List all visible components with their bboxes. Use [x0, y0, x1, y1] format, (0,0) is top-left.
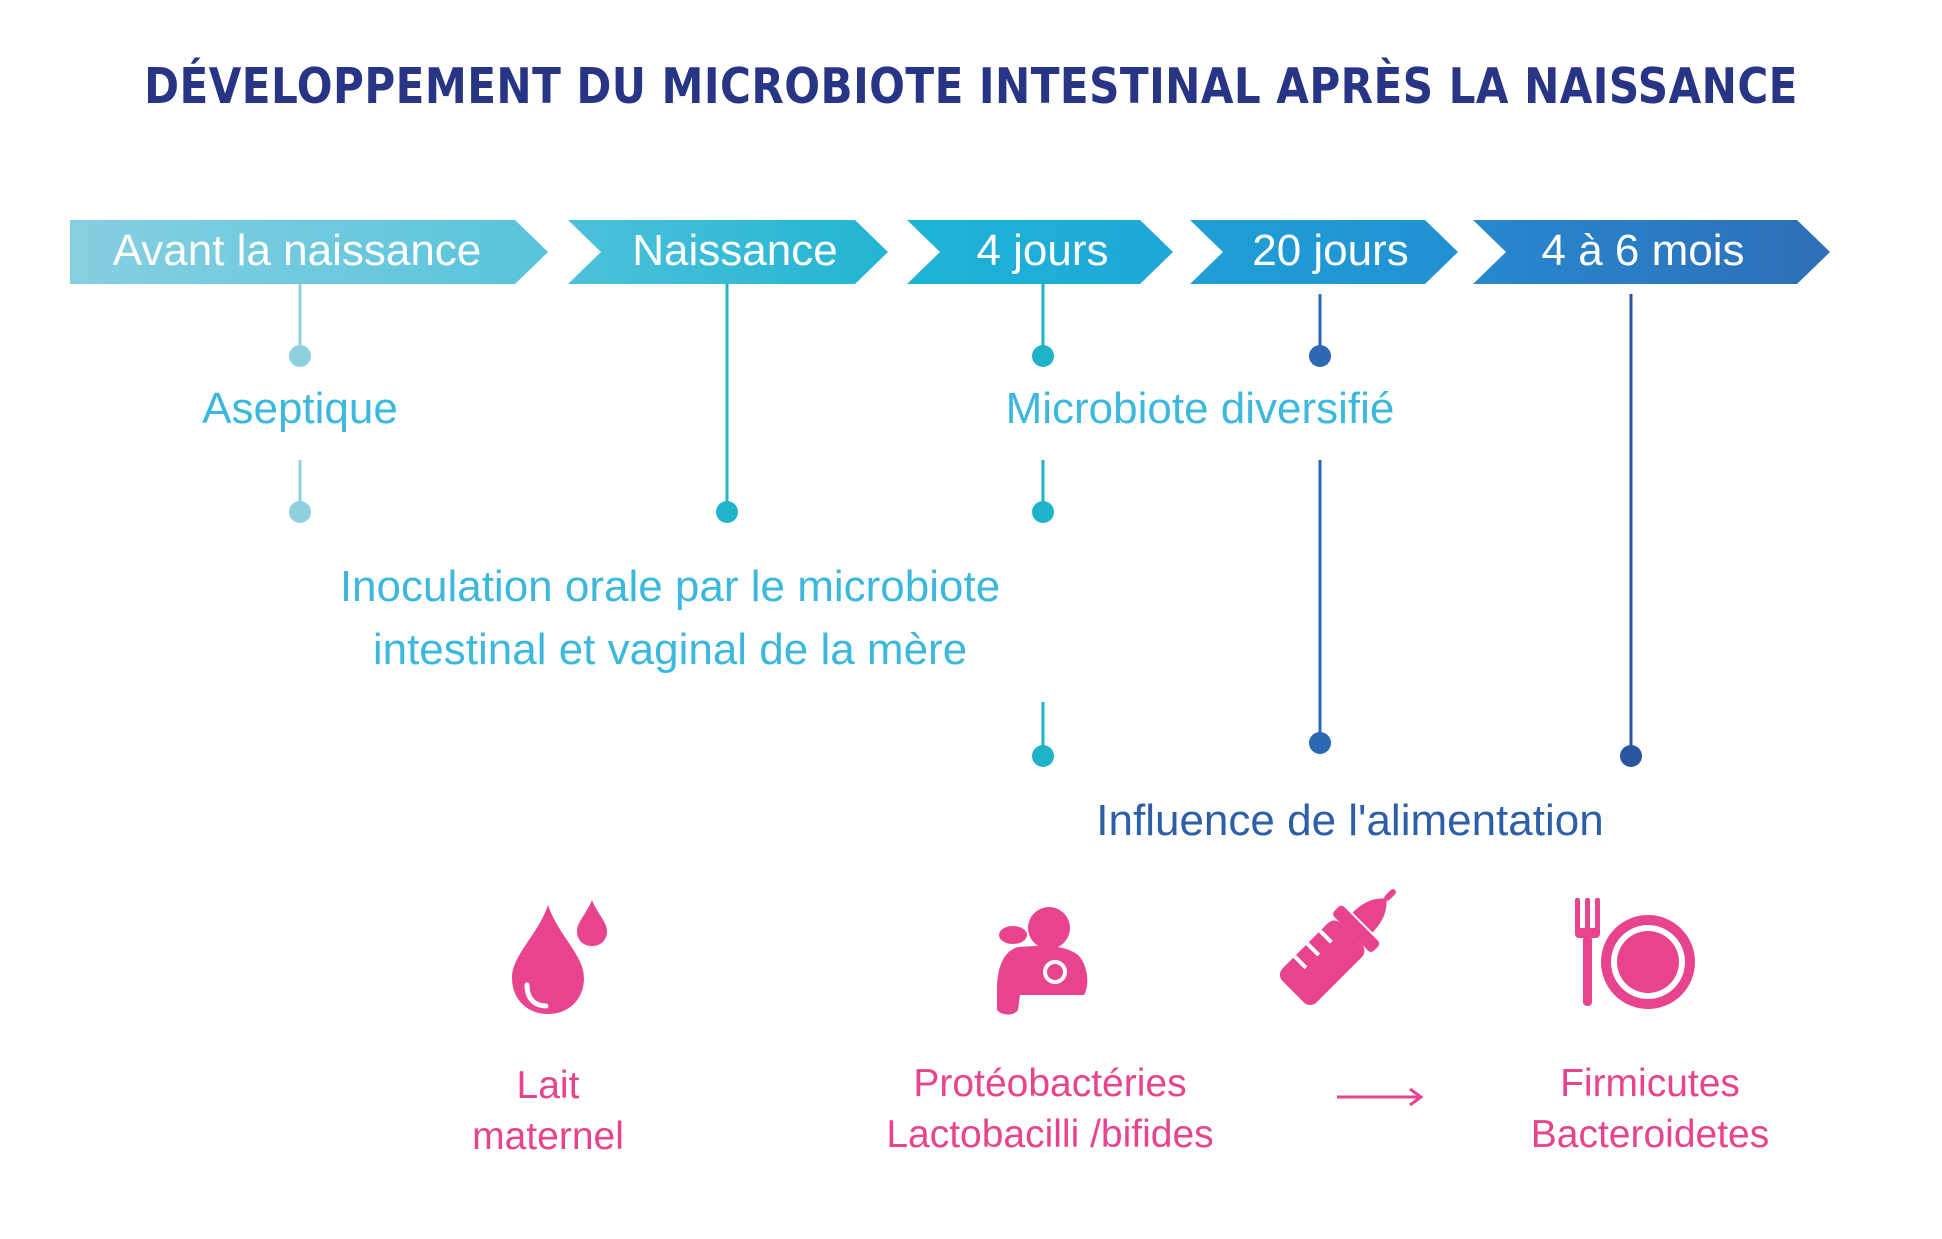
caption-lait-line2: maternel: [472, 1115, 624, 1158]
label-microbiote-diversifie: Microbiote diversifié: [1005, 384, 1395, 433]
label-aseptique: Aseptique: [202, 384, 398, 433]
chevron-20-jours: [1190, 220, 1458, 284]
connector-dot: [1309, 345, 1331, 367]
timeline-label-naissance: Naissance: [632, 226, 838, 275]
diagram-title: DÉVELOPPEMENT DU MICROBIOTE INTESTINAL A…: [144, 58, 1798, 115]
caption-lait-line1: Lait: [516, 1064, 580, 1107]
chevron-4-6-mois: [1473, 220, 1830, 284]
timeline-label-avant: Avant la naissance: [112, 226, 482, 275]
connector-dot: [1032, 745, 1054, 767]
connector-dot: [1032, 345, 1054, 367]
label-inoculation-line1: Inoculation orale par le microbiote: [339, 562, 1001, 611]
timeline-label-4-jours: 4 jours: [976, 226, 1109, 275]
breastfeeding-icon: [997, 907, 1088, 1015]
connector-dot: [289, 501, 311, 523]
connector-dot: [1309, 732, 1331, 754]
timeline-label-20-jours: 20 jours: [1252, 226, 1409, 275]
chevron-naissance: [568, 220, 888, 284]
label-influence-alimentation: Influence de l'alimentation: [1096, 796, 1604, 845]
connector-dot: [1032, 501, 1054, 523]
timeline-label-4-6-mois: 4 à 6 mois: [1541, 226, 1745, 275]
caption-firmicutes: Firmicutes: [1560, 1062, 1740, 1105]
connector-dot: [289, 345, 311, 367]
fork-plate-icon: [1575, 898, 1695, 1009]
chevron-4-jours: [907, 220, 1173, 284]
caption-bacteroidetes: Bacteroidetes: [1530, 1113, 1770, 1156]
chevron-avant-naissance: [70, 220, 548, 284]
baby-bottle-icon: [1279, 889, 1396, 1006]
connector-dot: [716, 501, 738, 523]
caption-lactobacilli: Lactobacilli /bifides: [886, 1113, 1214, 1156]
caption-proteobacteries: Protéobactéries: [913, 1062, 1187, 1105]
drops-icon: [512, 900, 607, 1014]
label-inoculation-line2: intestinal et vaginal de la mère: [372, 625, 968, 674]
arrow-right-icon: [1337, 1087, 1424, 1107]
connector-dot: [1620, 745, 1642, 767]
